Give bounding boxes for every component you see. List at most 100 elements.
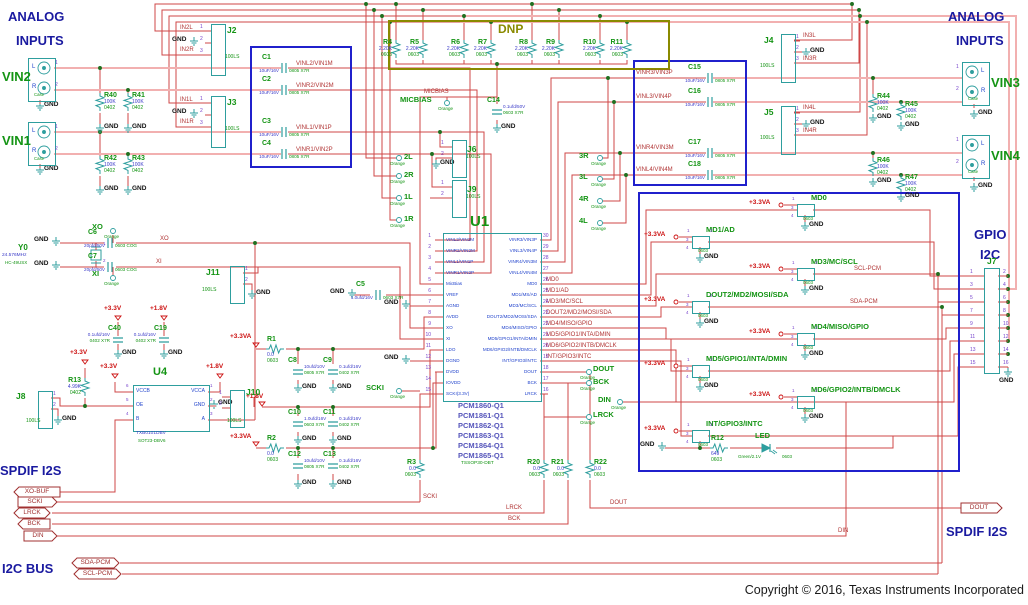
gnd-symbol-label: GND bbox=[384, 299, 399, 306]
u4-pin-number: 1 bbox=[210, 383, 213, 388]
input-caps-box-right bbox=[633, 60, 747, 186]
j7-pin-number: 15 bbox=[970, 360, 976, 366]
resistor-r21-size: 0603 bbox=[552, 472, 564, 478]
jumper-dout2-md2-mosi-sda-pin3: 3 bbox=[686, 302, 689, 307]
net-label: MD5/GPIO1/INTA/DMIN bbox=[546, 332, 611, 338]
header-j3-ref: J3 bbox=[227, 97, 237, 107]
resistor-r42-value: 100K bbox=[104, 162, 116, 168]
header-pin-number: 2 bbox=[441, 151, 444, 157]
resistor-r3-value: 0.0 bbox=[409, 466, 416, 472]
net-label: IN4R bbox=[803, 128, 817, 134]
jumper-md0-supply: +3.3VA bbox=[749, 199, 771, 206]
gnd-symbol-label: GND bbox=[132, 185, 147, 192]
flag-bck: BCK bbox=[27, 520, 41, 527]
u1-pin-number: 17 bbox=[543, 376, 549, 382]
resistor-r3-ref: R3 bbox=[407, 459, 416, 466]
jumper-dout2-md2-mosi-sda-pin1: 1 bbox=[687, 293, 690, 298]
crystal-y0-ref: Y0 bbox=[18, 243, 28, 252]
u1-pin-name: LRCK bbox=[524, 390, 537, 396]
testpoint-4r: 4R bbox=[579, 194, 589, 203]
testpoint-2l: 2L bbox=[404, 152, 413, 161]
u1-pin-number: 15 bbox=[425, 387, 431, 393]
resistor-r6-size: 0603 bbox=[448, 52, 460, 58]
resistor-r47-value: 100K bbox=[905, 181, 917, 187]
resistor-r22-value: 0.0 bbox=[594, 466, 601, 472]
title-analog-inputs-left: ANALOG INPUTS bbox=[8, 10, 64, 47]
rca-vin4-l: L bbox=[981, 141, 985, 147]
gnd-symbol-label: GND bbox=[172, 36, 187, 43]
rca-vin1 bbox=[28, 122, 56, 166]
jumper-md4-miso-gpio-size: 0603 bbox=[803, 345, 814, 350]
rca-vin1-case: Case bbox=[34, 156, 45, 161]
net-label: XO bbox=[160, 236, 169, 242]
net-label: VINL4/VIN4M bbox=[636, 167, 673, 173]
u1-pin-name: MD4/MISO/GPIO bbox=[501, 324, 537, 330]
u4-pin-number: 6 bbox=[126, 383, 129, 388]
capacitor-c5-size: 0603 X7R bbox=[383, 295, 404, 300]
u1-pin-name: BCK bbox=[527, 379, 537, 385]
power-label: +3.3V bbox=[104, 305, 122, 312]
flag-din: DIN bbox=[32, 532, 44, 539]
header-j2-size: 100LS bbox=[225, 54, 240, 60]
jumper-md3-mc-scl-pin1: 1 bbox=[792, 260, 795, 265]
header-j11 bbox=[230, 266, 245, 304]
gnd-symbol-label: GND bbox=[122, 349, 137, 356]
u1-pin-name: MD1/MS/AD bbox=[511, 291, 537, 297]
jumper-md6-gpio2-intb-dmclk-supply: +3.3VA bbox=[749, 391, 771, 398]
resistor-r5-ref: R5 bbox=[410, 39, 419, 46]
header-pin-number: 2 bbox=[53, 402, 56, 408]
net-label: MD3/MC/SCL bbox=[546, 299, 584, 305]
u1-pin-name: VINL4/VIN4M bbox=[508, 269, 537, 275]
capacitor-c16-ref: C16 bbox=[688, 88, 701, 95]
resistor-r5-size: 0603 bbox=[407, 52, 419, 58]
led-ref: LED bbox=[755, 431, 770, 440]
jumper-md1-ad-pin1: 1 bbox=[687, 228, 690, 233]
net-label: IN4L bbox=[803, 105, 816, 111]
resistor-r13-value: 4.99K bbox=[67, 384, 81, 390]
net-label: INT/GPIO3/INTC bbox=[546, 354, 592, 360]
jumper-md4-miso-gpio-pin2: 2 bbox=[815, 325, 818, 330]
u1-pin-name: VINL2/VIN1M bbox=[446, 236, 475, 242]
rca-vin4-label: VIN4 bbox=[991, 148, 1020, 163]
header-pin-number: 3 bbox=[796, 56, 799, 62]
gnd-symbol-label: GND bbox=[330, 288, 345, 295]
resistor-r11-value: 2.20K bbox=[609, 46, 623, 52]
gnd-symbol-label: GND bbox=[999, 377, 1014, 384]
capacitor-c5-ref: C5 bbox=[356, 281, 365, 288]
u1-pin-number: 24 bbox=[543, 299, 549, 305]
rca-vin1-pin2: 2 bbox=[55, 146, 58, 152]
power-label: +3.3VA bbox=[230, 433, 252, 440]
ic-u1 bbox=[443, 233, 542, 402]
header-pin-number: 2 bbox=[200, 36, 203, 42]
testpoint-orange-label: Orange bbox=[591, 226, 607, 231]
u1-pin-number: 1 bbox=[428, 233, 431, 239]
jumper-md0 bbox=[797, 204, 815, 217]
gnd-symbol-label: GND bbox=[978, 109, 993, 116]
j7-pin-number: 8 bbox=[1003, 308, 1006, 314]
header-j10 bbox=[230, 390, 245, 428]
capacitor-c19-ref: C19 bbox=[154, 325, 167, 332]
gnd-symbol-label: GND bbox=[501, 123, 516, 130]
header-pin-number: 1 bbox=[53, 391, 56, 397]
jumper-md0-pin4: 4 bbox=[791, 213, 794, 218]
jumper-md3-mc-scl-pin4: 4 bbox=[791, 277, 794, 282]
jumper-md3-mc-scl bbox=[797, 268, 815, 281]
header-pin-number: 1 bbox=[796, 106, 799, 112]
header-j8-size: 100LS bbox=[26, 418, 41, 424]
testpoint-orange-label: Orange bbox=[591, 204, 607, 209]
capacitor-c19-size: 0402 X7R bbox=[135, 338, 156, 343]
jumper-md1-ad-name: MD1/AD bbox=[706, 225, 735, 234]
net-label: DOUT2/MD2/MOSI/SDA bbox=[546, 310, 612, 316]
u1-pin-name: MD3/MC/SCL bbox=[508, 302, 537, 308]
rca-vin2-label: VIN2 bbox=[2, 69, 31, 84]
resistor-r9-value: 2.20K bbox=[541, 46, 555, 52]
resistor-r42-size: 0402 bbox=[104, 168, 116, 174]
resistor-r9-ref: R9 bbox=[546, 39, 555, 46]
testpoint-orange-label: Orange bbox=[591, 182, 607, 187]
net-label: IN3L bbox=[803, 33, 816, 39]
jumper-md1-ad-size: 0603 bbox=[698, 248, 709, 253]
gnd-symbol-label: GND bbox=[809, 413, 824, 420]
title-line: ANALOG bbox=[8, 9, 65, 24]
resistor-r2-value: 0.0 bbox=[267, 451, 274, 457]
rca-vin3-pin1: 1 bbox=[956, 64, 959, 70]
